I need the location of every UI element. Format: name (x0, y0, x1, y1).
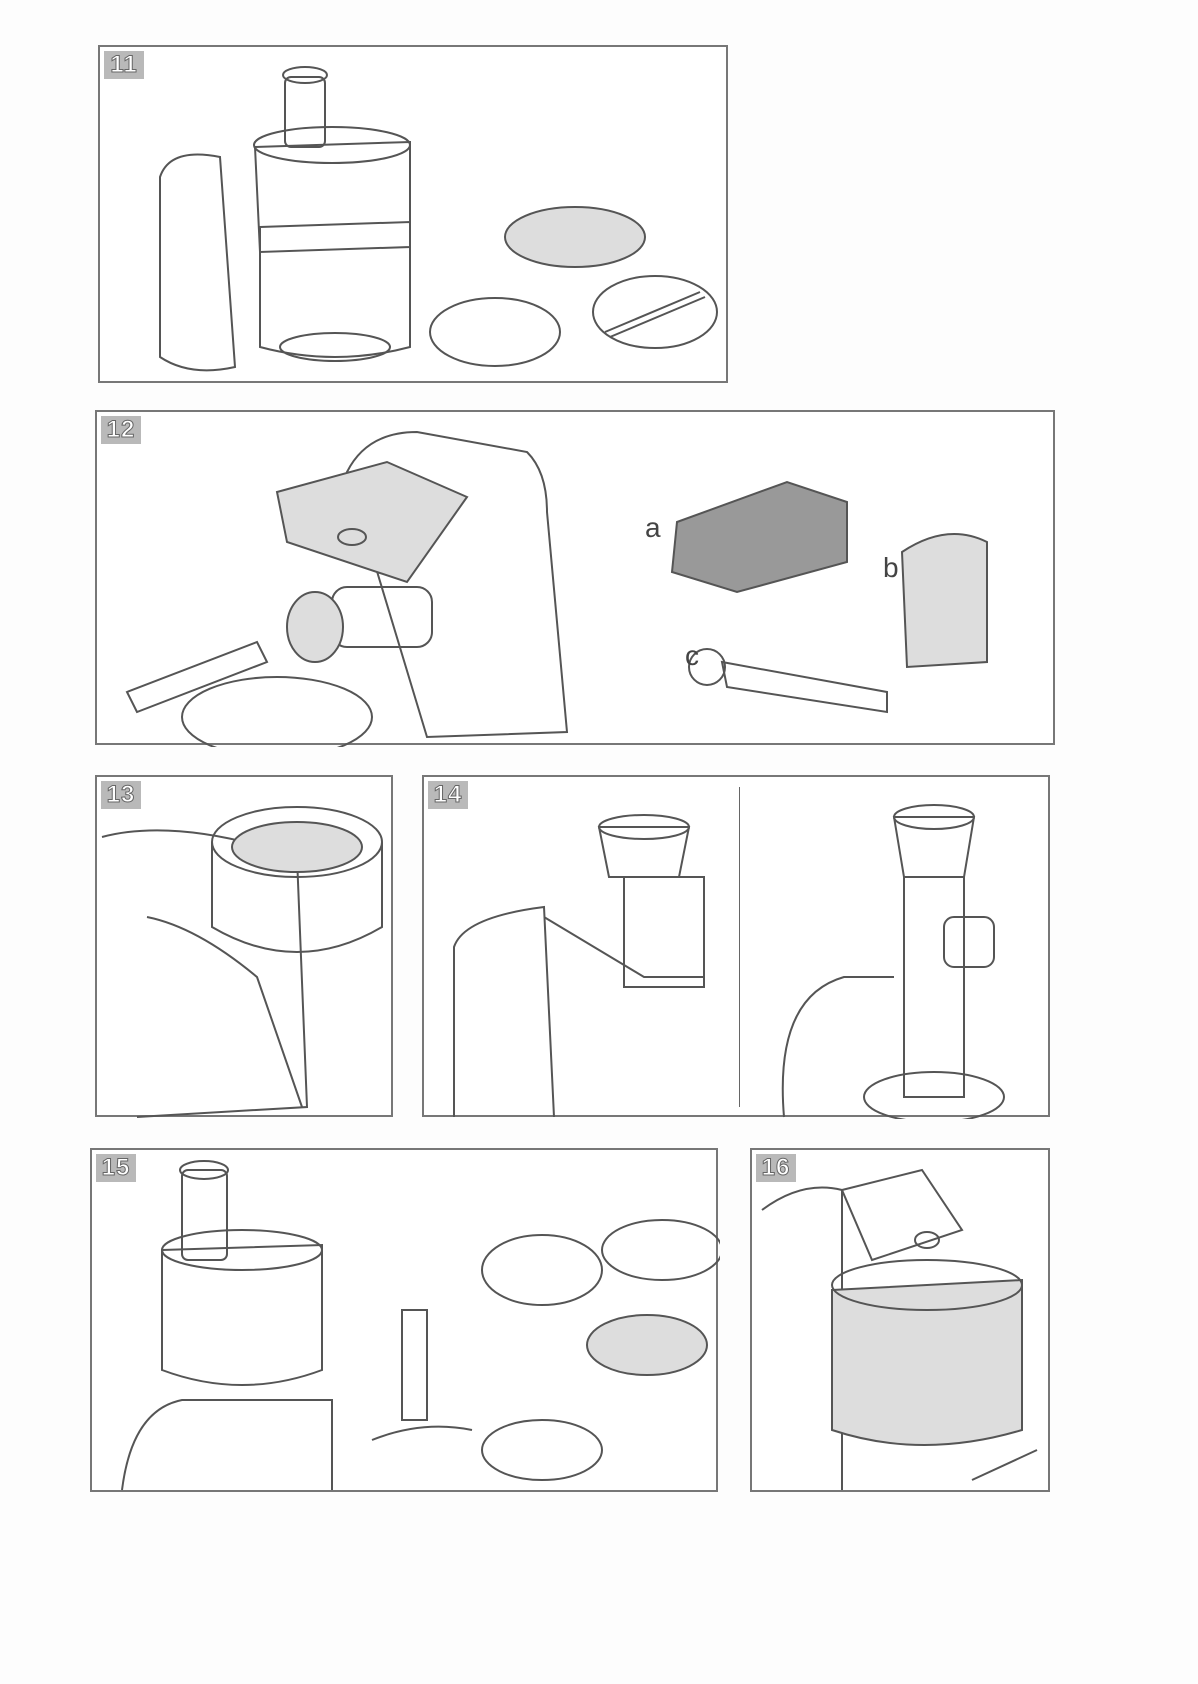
food-processor-illustration (159, 66, 718, 372)
grain-mill-illustration (453, 804, 1005, 1119)
figure-number: 15 (96, 1154, 136, 1182)
dicer-attachment-illustration (761, 1168, 1038, 1490)
citrus-press-illustration (101, 806, 383, 1118)
part-label-a: a (645, 512, 661, 543)
figure-11: 11 (98, 45, 728, 383)
divider (739, 787, 740, 1107)
figure-14: 14 (422, 775, 1050, 1119)
part-label-c: c (685, 640, 699, 671)
meat-grinder-illustration (125, 430, 988, 747)
figure-number: 13 (101, 781, 141, 809)
figure-15: 15 (90, 1148, 720, 1492)
figure-number: 12 (101, 416, 141, 444)
food-processor-bowl-illustration (121, 1160, 720, 1491)
figure-12: 12 a b c (95, 410, 1055, 747)
part-label-b: b (883, 552, 899, 583)
figure-number: 11 (104, 51, 144, 79)
figure-number: 14 (428, 781, 468, 809)
figure-13: 13 (95, 775, 393, 1118)
figure-16: 16 (750, 1148, 1050, 1492)
figure-number: 16 (756, 1154, 796, 1182)
